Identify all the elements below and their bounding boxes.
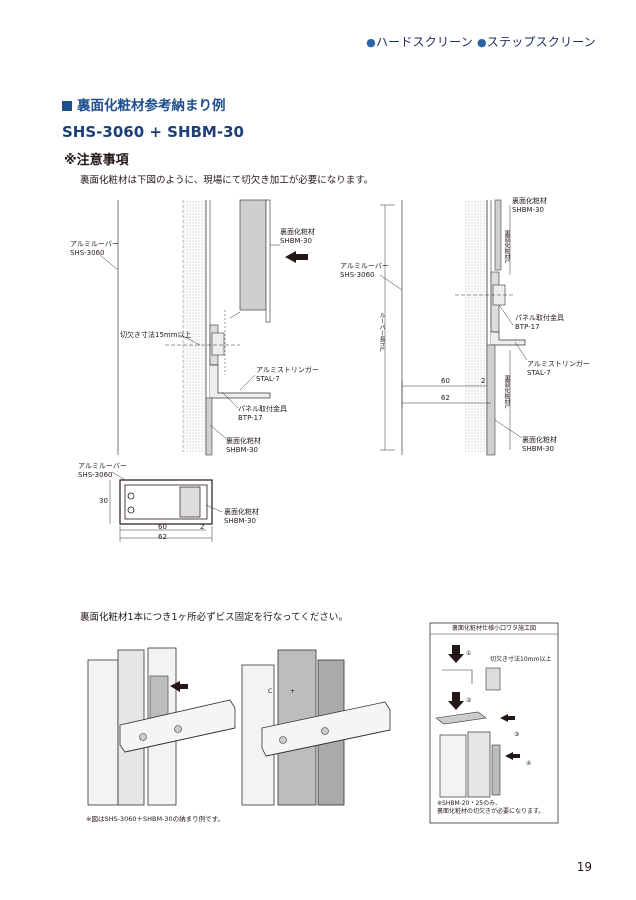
procedure-note: ※SHBM-20・25のみ、裏面化粧材の切欠きが必要になります。 bbox=[437, 800, 545, 815]
description-text: 裏面化粧材は下図のように、現場にて切欠き加工が必要になります。 bbox=[80, 175, 374, 186]
right-dim-2: 2 bbox=[481, 377, 486, 385]
procedure-step3: ③ bbox=[514, 731, 520, 738]
iso-mark-plus: + bbox=[290, 688, 296, 695]
section-dim-2: 2 bbox=[200, 523, 205, 531]
label-back-length-bottom: 裏面化粧材L bbox=[503, 375, 510, 409]
header-item-step-screen: ステップスクリーン bbox=[486, 35, 596, 49]
procedure-title: 裏面化粧材仕様小口ワタ施工図 bbox=[452, 625, 537, 632]
page-header: ●ハードスクリーン ●ステップスクリーン bbox=[366, 33, 596, 50]
footnote: ※図はSHS-3060＋SHBM-30の納まり例です。 bbox=[86, 815, 225, 823]
instruction-text: 裏面化粧材1本につき1ヶ所必ずビス固定を行なってください。 bbox=[80, 612, 348, 623]
section-title: 裏面化粧材参考納まり例 bbox=[62, 94, 226, 114]
section-dim-62: 62 bbox=[158, 533, 167, 541]
iso-mark-c: C bbox=[268, 688, 273, 695]
model-title: SHS-3060 + SHBM-30 bbox=[62, 123, 244, 141]
label-notch: 切欠き寸法15mm以上 bbox=[120, 331, 192, 339]
right-dim-62: 62 bbox=[441, 394, 450, 402]
procedure-step2: ② bbox=[466, 697, 472, 704]
section-dim-60: 60 bbox=[158, 523, 167, 531]
bullet-dot-icon: ● bbox=[366, 36, 376, 49]
caution-heading: ※注意事項 bbox=[64, 153, 129, 168]
procedure-step4: ④ bbox=[526, 760, 532, 767]
bullet-dot-icon: ● bbox=[476, 36, 487, 49]
header-item-hard-screen: ハードスクリーン bbox=[375, 35, 473, 49]
section-dim-30: 30 bbox=[99, 497, 108, 505]
square-bullet-icon bbox=[62, 101, 72, 111]
label-back-length-top: 裏面化粧材L bbox=[503, 230, 510, 264]
procedure-notch: 切欠き寸法10mm以上 bbox=[490, 656, 552, 663]
page-number: 19 bbox=[576, 860, 592, 874]
right-dim-60: 60 bbox=[441, 377, 450, 385]
label-louver-length: ルーバー長さL bbox=[378, 312, 385, 352]
procedure-step1: ① bbox=[466, 650, 472, 657]
